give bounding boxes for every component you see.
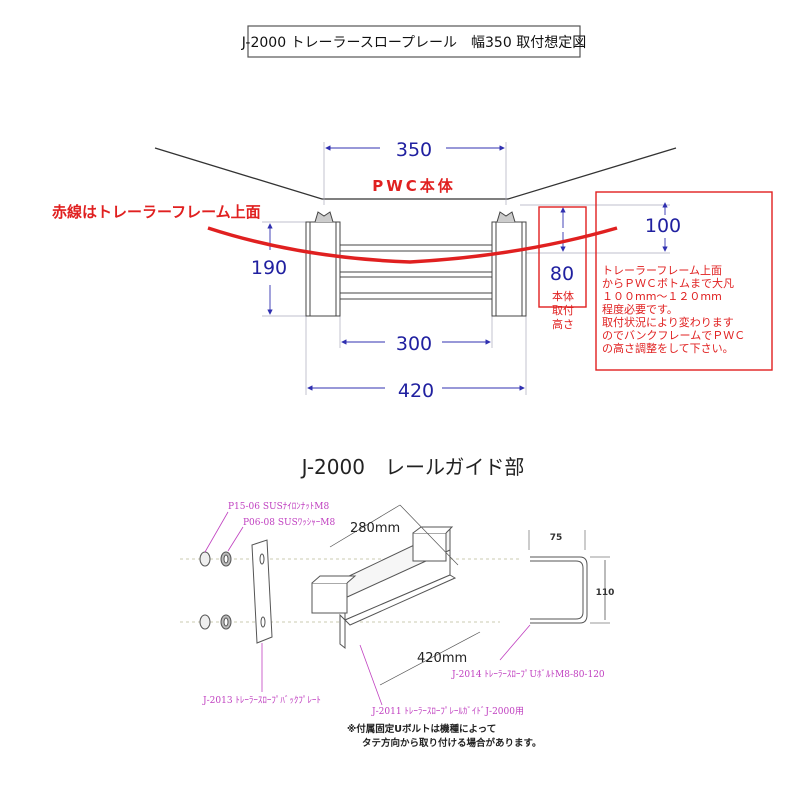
red-line-note: 赤線はトレーラーフレーム上面 bbox=[52, 203, 261, 221]
title-text: J-2000 トレーラースロープレール 幅350 取付想定図 bbox=[241, 35, 586, 51]
bottom-diagram: J-2000 レールガイド部 280mm 4 bbox=[180, 455, 614, 749]
mount-height-box bbox=[538, 206, 587, 308]
footnote-line-1: ※付属固定Uボルトは機種によって bbox=[347, 723, 496, 735]
dim-350: 350 bbox=[396, 139, 432, 161]
label-rail-guide: J-2011 ﾄﾚｰﾗｰｽﾛｰﾌﾟﾚｰﾙｶﾞｲﾄﾞJ-2000用 bbox=[371, 706, 524, 717]
label-nut: P15-06 SUSﾅｲﾛﾝﾅｯﾄM8 bbox=[228, 501, 329, 512]
note-line-7: の高さ調整をして下さい。 bbox=[602, 341, 734, 355]
label-washer: P06-08 SUSﾜｯｼｬｰM8 bbox=[243, 518, 335, 528]
dim-420: 420 bbox=[398, 380, 434, 402]
note-box bbox=[595, 191, 773, 371]
note-line-2: からＰＷＣボトムまで大凡 bbox=[602, 276, 734, 290]
dim-300: 300 bbox=[396, 333, 432, 355]
rail-guide-title: J-2000 レールガイド部 bbox=[300, 455, 525, 479]
nuts-washers bbox=[199, 551, 232, 630]
mount-height-label-1: 本体 bbox=[552, 289, 574, 303]
top-diagram: 350 PWC本体 赤線はトレーラーフレーム上面 190 300 420 100… bbox=[52, 139, 773, 402]
pwc-label: PWC本体 bbox=[372, 177, 456, 195]
dim-100: 100 bbox=[645, 215, 681, 237]
dim-80: 80 bbox=[550, 263, 574, 285]
u-bolt bbox=[528, 530, 610, 624]
mount-height-label-3: 高さ bbox=[552, 317, 574, 331]
dim-75: 75 bbox=[550, 533, 563, 543]
title-box: J-2000 トレーラースロープレール 幅350 取付想定図 bbox=[241, 25, 586, 58]
note-line-5: 取付状況により変わります bbox=[602, 315, 734, 329]
footnote-line-2: タテ方向から取り付ける場合があります。 bbox=[362, 737, 542, 749]
back-plate bbox=[251, 539, 273, 644]
pwc-hull-outline bbox=[154, 147, 677, 200]
trailer-frame-red-line bbox=[207, 226, 618, 264]
dim-110: 110 bbox=[596, 588, 615, 598]
dim-280mm: 280mm bbox=[350, 521, 400, 536]
label-u-bolt: J-2014 ﾄﾚｰﾗｰｽﾛｰﾌﾟUﾎﾞﾙﾄM8-80-120 bbox=[451, 669, 605, 680]
note-line-3: １００mm～１２０mm bbox=[602, 290, 722, 303]
note-line-6: のでバンクフレームでＰＷＣ bbox=[602, 329, 745, 342]
label-back-plate: J-2013 ﾄﾚｰﾗｰｽﾛｰﾌﾟﾊﾞｯｸﾌﾟﾚｰﾄ bbox=[202, 695, 321, 706]
note-line-4: 程度必要です。 bbox=[602, 302, 678, 316]
dim-420mm: 420mm bbox=[417, 651, 467, 666]
rail-guide-part bbox=[311, 526, 457, 650]
mount-height-label-2: 取付 bbox=[552, 304, 574, 317]
note-line-1: トレーラーフレーム上面 bbox=[602, 264, 722, 277]
dim-190: 190 bbox=[251, 257, 287, 279]
